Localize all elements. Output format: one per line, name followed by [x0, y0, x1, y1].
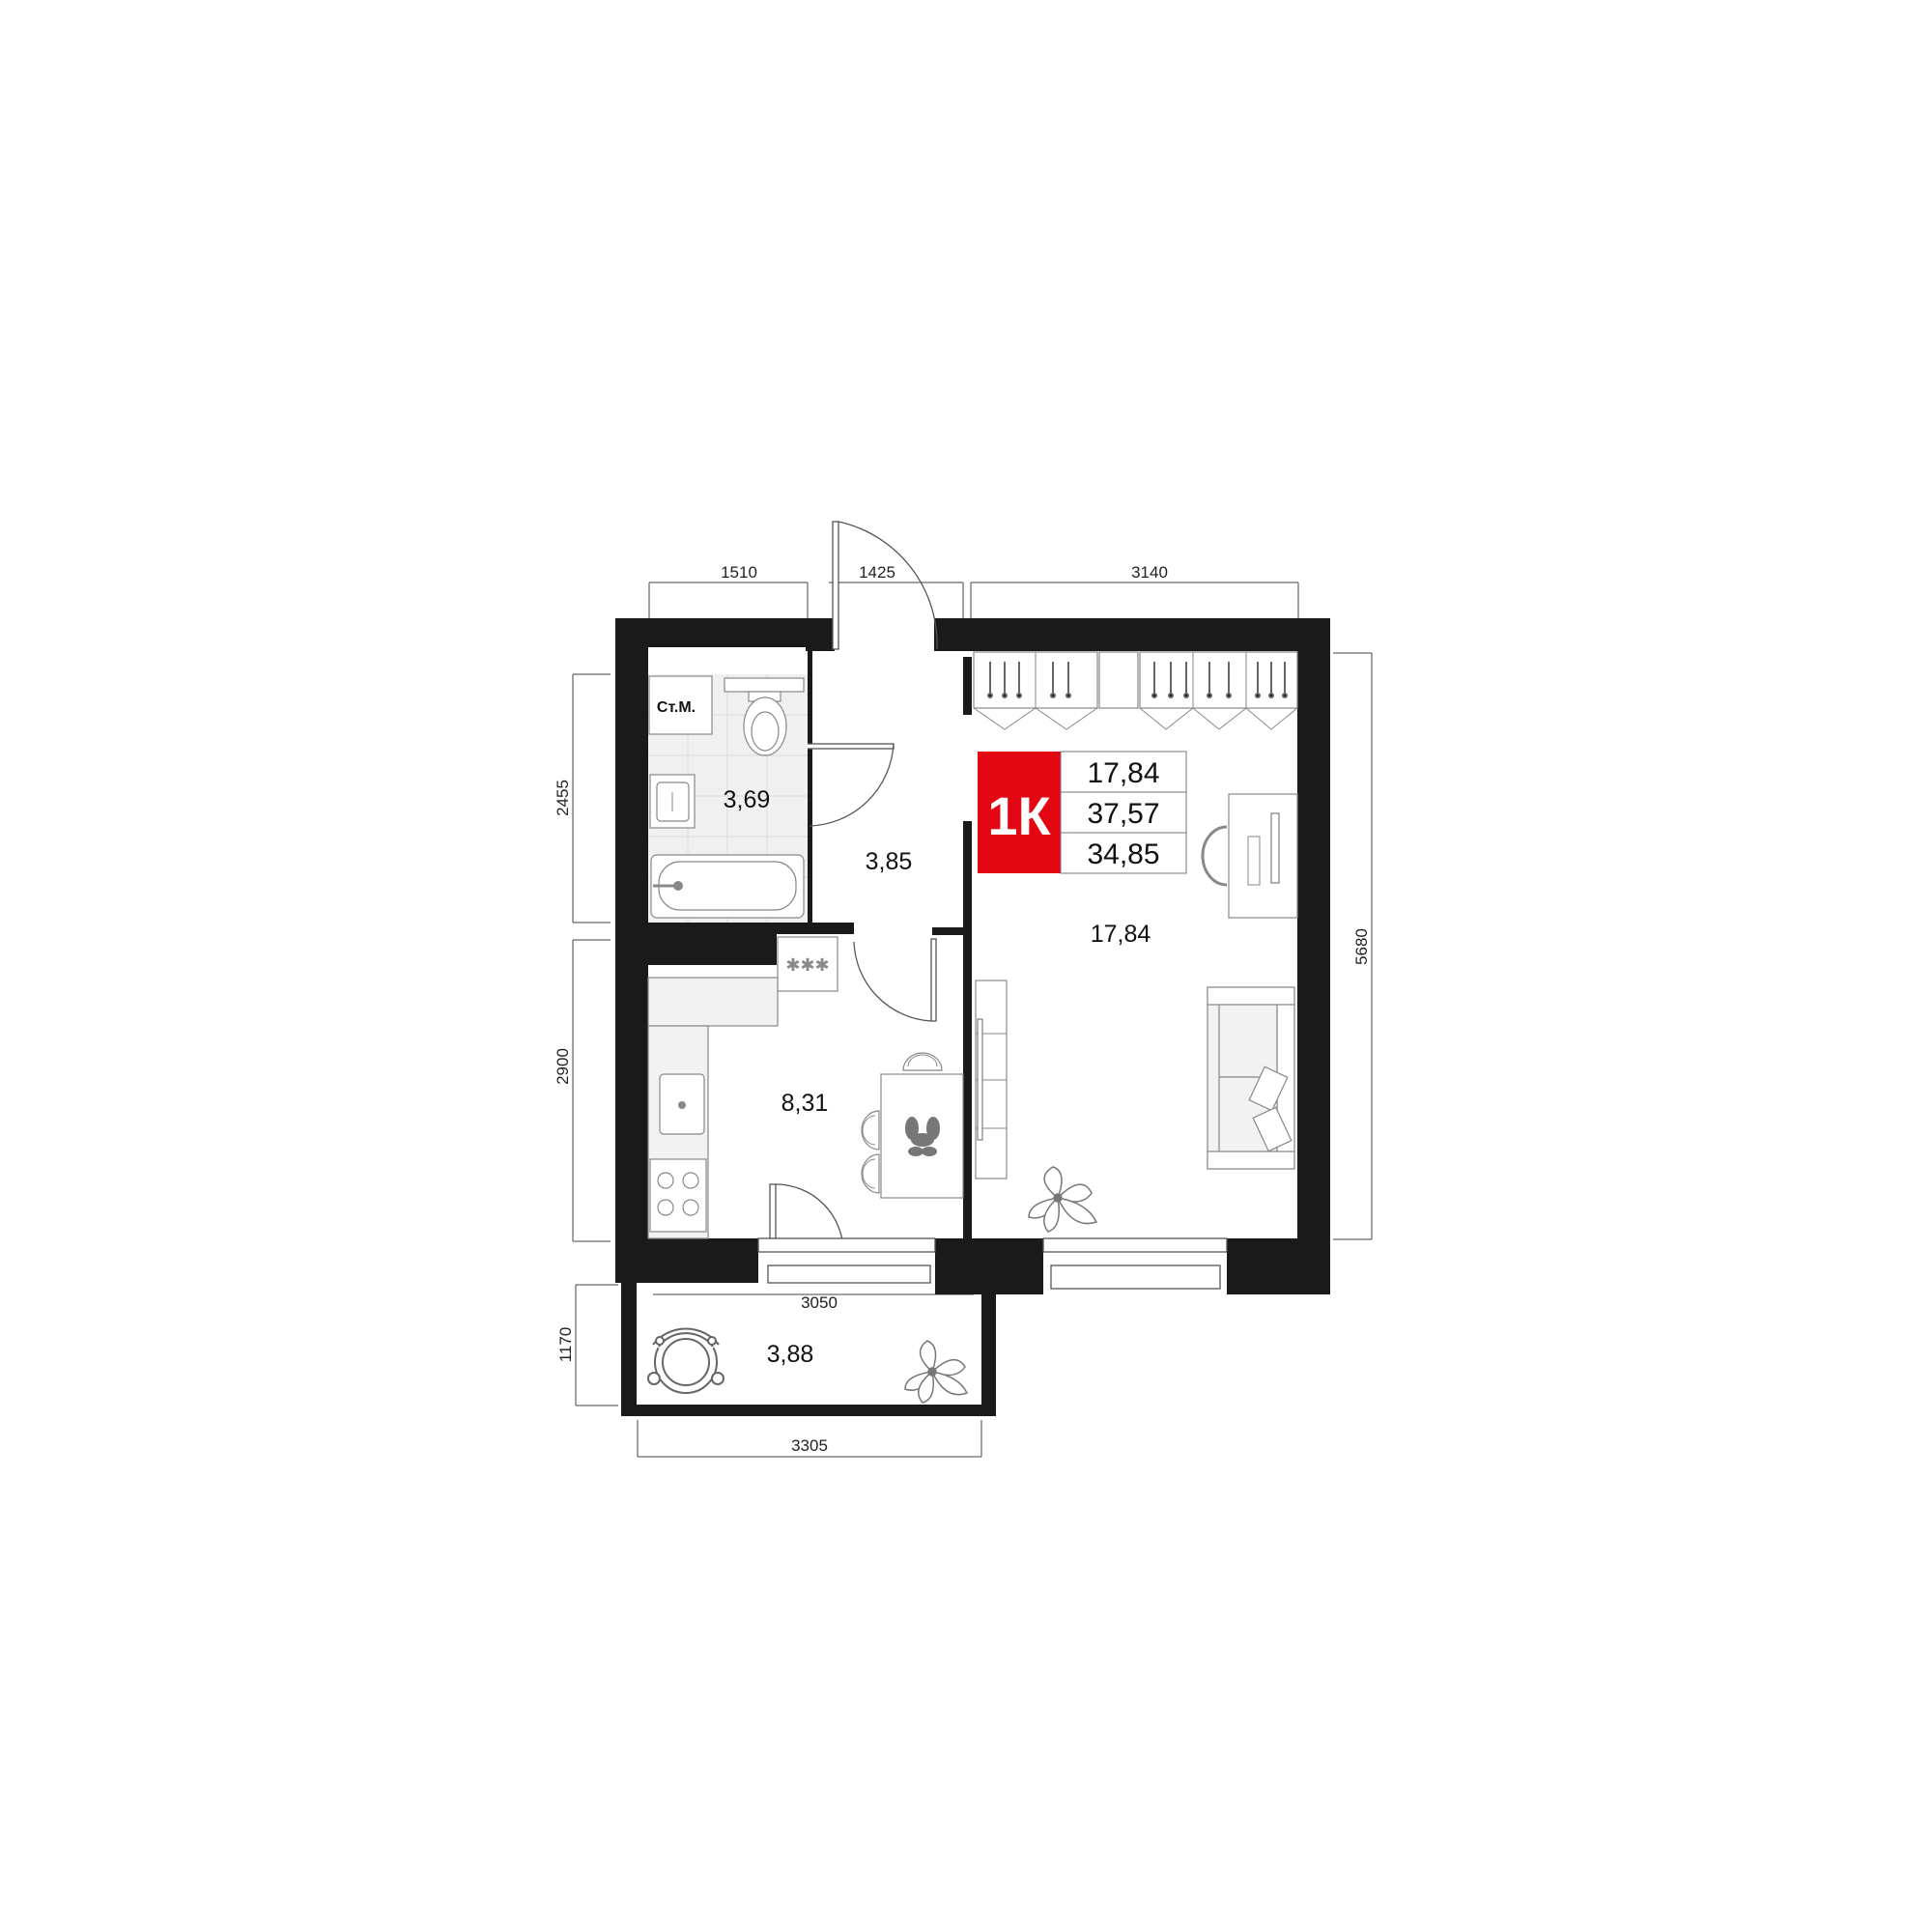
dining-table-icon: [880, 1073, 964, 1199]
room-areas: 3,69 3,85 17,84 8,31 3,88: [724, 786, 1151, 1368]
shoe-cabinet-icon: [777, 936, 838, 992]
badge-accent: [978, 752, 1061, 873]
hall: ✱✱✱: [777, 936, 838, 992]
dim-top-left: 1510: [721, 563, 757, 582]
dim-left-upper: 2455: [554, 780, 572, 816]
desk-icon: [1201, 793, 1298, 919]
dim-balcony-inner: 3050: [801, 1293, 838, 1312]
badge-living-area: 17,84: [1087, 757, 1159, 789]
area-living: 17,84: [1091, 921, 1151, 948]
svg-text:✱✱✱: ✱✱✱: [785, 955, 829, 976]
dim-top-mid: 1425: [859, 563, 895, 582]
plant-icon: [905, 1117, 940, 1156]
balcony: [647, 1327, 969, 1404]
area-bathroom: 3,69: [724, 786, 771, 813]
dim-left-balcony: 1170: [556, 1327, 575, 1363]
plant-icon: [904, 1340, 969, 1404]
dimension-labels: 1510 1425 3140 2455 2900 1170 5680 3050 …: [554, 563, 1371, 1455]
sink-icon: [649, 774, 696, 829]
walls: [615, 618, 1330, 1416]
chair-icon: [861, 1052, 943, 1194]
sink-icon: [659, 1073, 705, 1135]
plant-icon: [1028, 1166, 1098, 1233]
area-balcony: 3,88: [767, 1341, 814, 1368]
living-room: [973, 651, 1298, 1233]
tv-stand-icon: [975, 980, 1008, 1179]
chair-icon: [647, 1327, 724, 1394]
badge-area-without-balcony: 34,85: [1087, 838, 1159, 870]
washer-label: Ст.М.: [657, 699, 696, 716]
badge-rooms: 1К: [987, 785, 1051, 846]
dim-right: 5680: [1352, 928, 1371, 965]
kitchen: [647, 977, 964, 1239]
dim-top-right: 3140: [1131, 563, 1168, 582]
partitions: [808, 647, 812, 927]
dim-left-lower: 2900: [554, 1048, 572, 1085]
apartment-badge: 1К 17,84 37,57 34,85: [978, 751, 1187, 874]
badge-total-area: 37,57: [1087, 798, 1159, 830]
area-hall: 3,85: [866, 848, 913, 875]
dimension-lines: [572, 582, 1373, 1458]
dim-balcony-outer: 3305: [791, 1436, 828, 1455]
stove-icon: [649, 1158, 707, 1233]
bathroom: Ст.М.: [648, 674, 808, 923]
area-kitchen: 8,31: [781, 1090, 829, 1117]
toilet-icon: [724, 677, 805, 756]
wardrobe-icon: [973, 651, 1298, 730]
windows: [757, 1237, 1228, 1290]
washer-icon: [648, 675, 713, 735]
sofa-icon: [1207, 986, 1295, 1170]
bathtub-icon: [650, 854, 805, 919]
